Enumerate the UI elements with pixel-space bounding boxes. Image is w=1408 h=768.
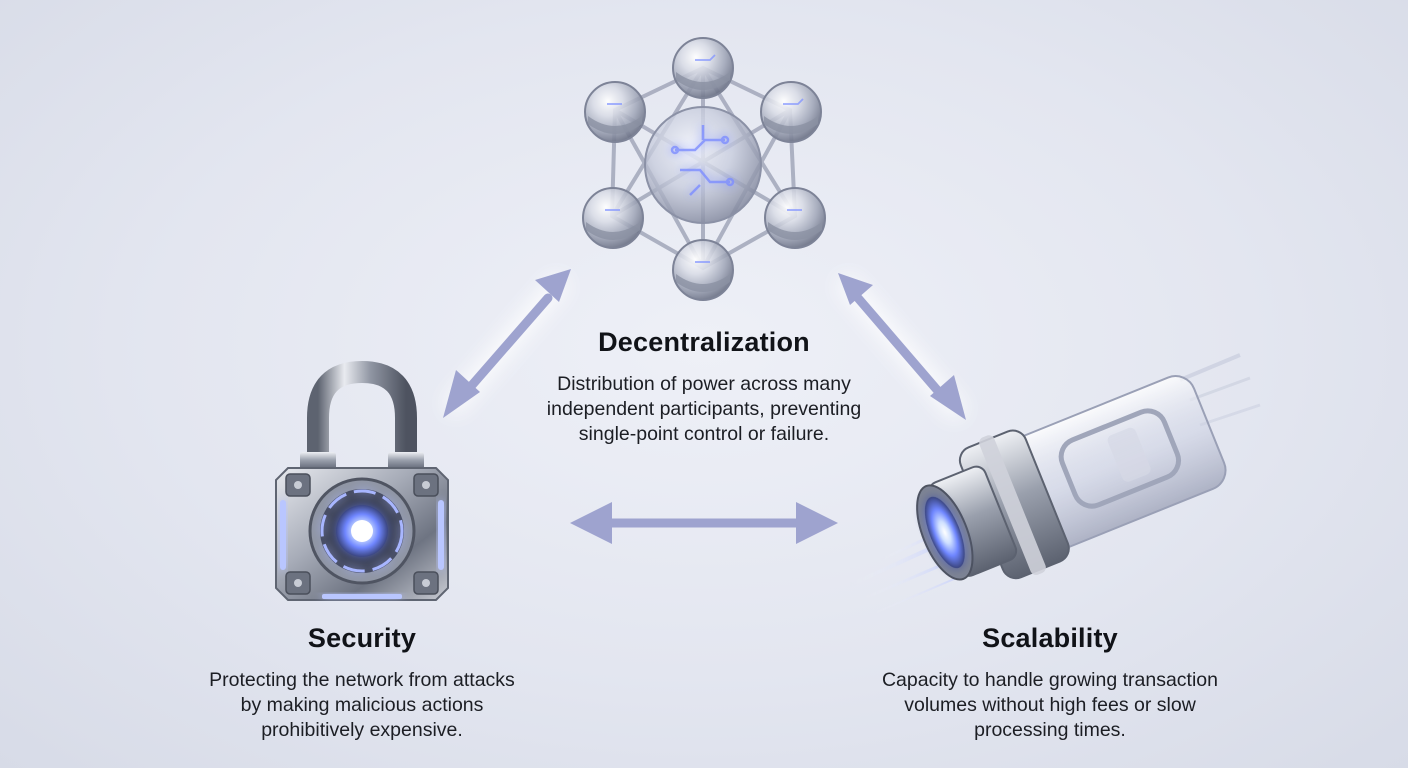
padlock-icon bbox=[275, 360, 449, 601]
description-line: Protecting the network from attacks bbox=[209, 669, 515, 691]
node-decentralization: Decentralization Distribution of power a… bbox=[504, 326, 904, 447]
arrowhead bbox=[930, 375, 966, 420]
description-line: Capacity to handle growing transaction bbox=[881, 669, 1219, 691]
arrowhead bbox=[796, 502, 838, 544]
node-title: Decentralization bbox=[598, 327, 810, 357]
description-line: volumes without high fees or slow bbox=[904, 694, 1196, 716]
connector-decentralization-scalability bbox=[836, 273, 967, 421]
node-description: Capacity to handle growing transaction v… bbox=[850, 668, 1250, 743]
node-security: Security Protecting the network from att… bbox=[162, 622, 562, 743]
description-line: Distribution of power across many bbox=[557, 373, 851, 395]
speed-tube-icon bbox=[849, 353, 1261, 616]
arrowhead bbox=[570, 502, 612, 544]
description-line: by making malicious actions bbox=[240, 694, 484, 716]
network-molecule-icon bbox=[582, 37, 826, 301]
description-line: single-point control or failure. bbox=[578, 423, 830, 445]
node-description: Protecting the network from attacks by m… bbox=[162, 668, 562, 743]
description-line: independent participants, preventing bbox=[546, 398, 862, 420]
arrowhead bbox=[535, 269, 571, 302]
node-title: Scalability bbox=[982, 623, 1118, 653]
connector-security-scalability bbox=[570, 502, 838, 544]
connector-security-decentralization bbox=[443, 269, 571, 418]
arrowhead bbox=[838, 273, 873, 305]
arrowhead bbox=[443, 370, 480, 418]
node-title: Security bbox=[307, 623, 417, 653]
description-line: processing times. bbox=[974, 719, 1126, 741]
description-line: prohibitively expensive. bbox=[261, 719, 463, 741]
node-description: Distribution of power across many indepe… bbox=[504, 372, 904, 447]
node-scalability: Scalability Capacity to handle growing t… bbox=[850, 622, 1250, 743]
